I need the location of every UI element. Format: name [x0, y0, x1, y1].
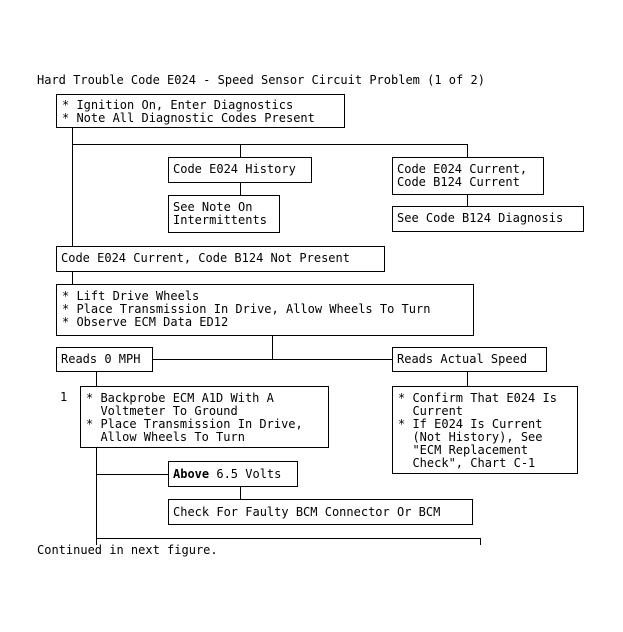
confirm-box: * Confirm That E024 Is Current * If E024… — [392, 386, 578, 474]
confirm-line-6: Check", Chart C-1 — [398, 456, 536, 470]
start-line-2: * Note All Diagnostic Codes Present — [62, 111, 315, 125]
history-box: Code E024 History — [168, 157, 312, 183]
b124-diagnosis-box: See Code B124 Diagnosis — [392, 206, 584, 232]
above-volts-box: Above 6.5 Volts — [168, 461, 298, 487]
intermittent-box: See Note On Intermittents — [168, 195, 280, 233]
backprobe-line-2: Voltmeter To Ground — [86, 404, 238, 418]
e024-only-label: Code E024 Current, Code B124 Not Present — [61, 251, 350, 265]
history-label: Code E024 History — [173, 162, 296, 176]
current-line-1: Code E024 Current, — [397, 162, 528, 176]
current-box: Code E024 Current, Code B124 Current — [392, 157, 544, 195]
reads-zero-label: Reads 0 MPH — [61, 352, 141, 366]
backprobe-line-1: * Backprobe ECM A1D With A — [86, 391, 274, 405]
confirm-line-3: * If E024 Is Current — [398, 417, 543, 431]
confirm-line-2: Current — [398, 404, 464, 418]
faulty-bcm-box: Check For Faulty BCM Connector Or BCM — [168, 499, 473, 525]
chart-title: Hard Trouble Code E024 - Speed Sensor Ci… — [37, 73, 485, 87]
lift-line-3: * Observe ECM Data ED12 — [62, 315, 229, 329]
intermittent-line-2: Intermittents — [173, 213, 267, 227]
lift-wheels-box: * Lift Drive Wheels * Place Transmission… — [56, 284, 474, 336]
step-number: 1 — [60, 390, 68, 404]
backprobe-line-4: Allow Wheels To Turn — [86, 430, 245, 444]
backprobe-line-3: * Place Transmission In Drive, — [86, 417, 303, 431]
reads-actual-label: Reads Actual Speed — [397, 352, 528, 366]
backprobe-box: * Backprobe ECM A1D With A Voltmeter To … — [80, 386, 329, 448]
faulty-bcm-label: Check For Faulty BCM Connector Or BCM — [173, 505, 441, 519]
e024-only-box: Code E024 Current, Code B124 Not Present — [56, 246, 385, 272]
confirm-line-4: (Not History), See — [398, 430, 543, 444]
start-box: * Ignition On, Enter Diagnostics * Note … — [56, 94, 345, 128]
above-volts-value: 6.5 Volts — [209, 467, 282, 481]
continuation-note: Continued in next figure. — [37, 543, 218, 557]
lift-line-1: * Lift Drive Wheels — [62, 289, 200, 303]
confirm-line-1: * Confirm That E024 Is — [398, 391, 557, 405]
current-line-2: Code B124 Current — [397, 175, 520, 189]
b124-diagnosis-label: See Code B124 Diagnosis — [397, 211, 564, 225]
confirm-line-5: "ECM Replacement — [398, 443, 529, 457]
reads-actual-box: Reads Actual Speed — [392, 347, 547, 372]
intermittent-line-1: See Note On — [173, 200, 253, 214]
lift-line-2: * Place Transmission In Drive, Allow Whe… — [62, 302, 431, 316]
above-volts-label: Above 6.5 Volts — [173, 468, 281, 481]
start-line-1: * Ignition On, Enter Diagnostics — [62, 98, 294, 112]
above-keyword: Above — [173, 467, 210, 481]
reads-zero-box: Reads 0 MPH — [56, 347, 153, 372]
